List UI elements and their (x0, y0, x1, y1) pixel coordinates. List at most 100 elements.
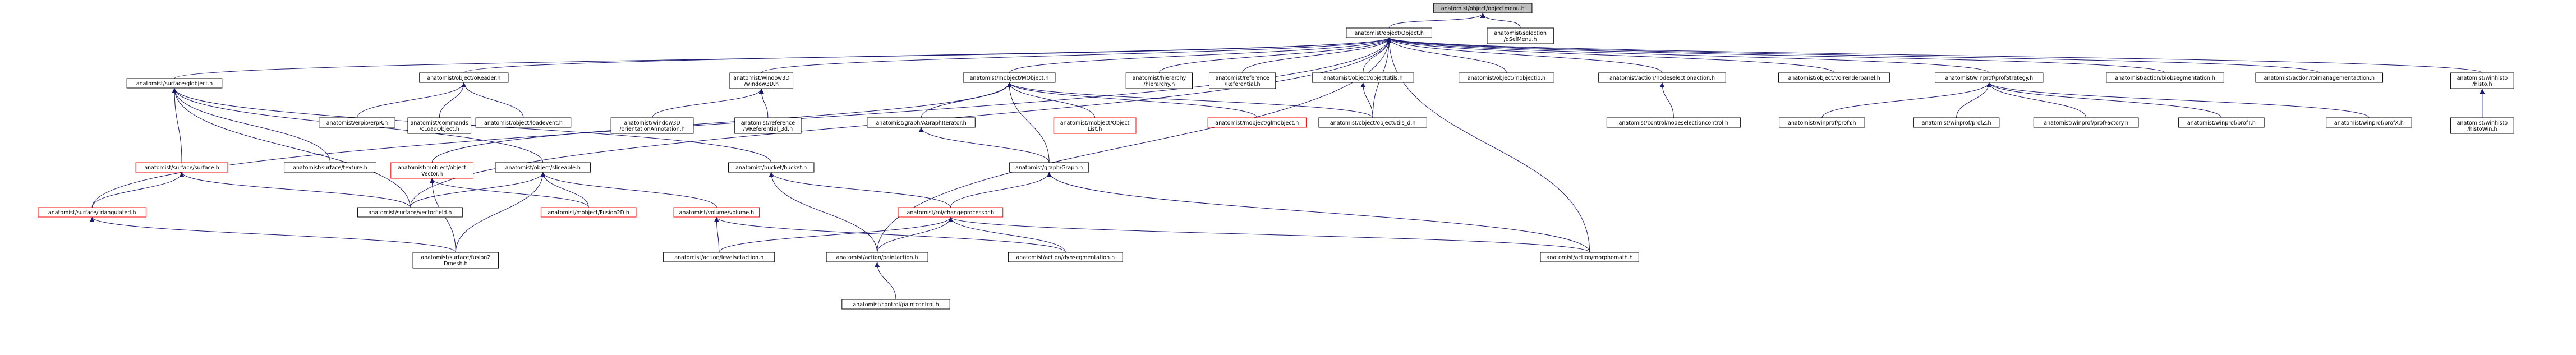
node-box (126, 78, 223, 89)
edge-nodeselaction-to-nodeselcontrol (1659, 82, 1674, 118)
node-label: anatomist/action/blobsegmentation.h (2115, 75, 2215, 81)
node-box (2450, 72, 2514, 89)
graph-node-globject[interactable]: anatomist/surface/globject.h (126, 78, 223, 89)
graph-node-wreferential[interactable]: anatomist/reference/wReferential_3d.h (734, 117, 802, 134)
graph-node-agraphiterator[interactable]: anatomist/graph/AGraphIterator.h (867, 117, 976, 128)
graph-node-paintcontrol[interactable]: anatomist/control/paintcontrol.h (841, 299, 950, 310)
node-label: anatomist/winprof/profX.h (2334, 120, 2404, 126)
node-box (1779, 117, 1865, 128)
graph-node-profy[interactable]: anatomist/winprof/profY.h (1779, 117, 1865, 128)
edge-bucket-to-paintaction (769, 172, 878, 253)
edge-mobject-to-glmobject (1006, 82, 1258, 118)
node-box (1053, 117, 1137, 134)
node-label: anatomist/action/morphomath.h (1547, 255, 1633, 261)
edge-window3d-to-wreferential (758, 88, 769, 118)
node-label: anatomist/commands (411, 120, 468, 126)
graph-node-triangulated[interactable]: anatomist/surface/triangulated.h (38, 207, 146, 218)
edge-objectmenu-to-object_h (1388, 12, 1485, 29)
node-label: anatomist/action/nodeselectionaction.h (1609, 75, 1715, 81)
graph-node-proffactory[interactable]: anatomist/winprof/profFactory.h (2033, 117, 2139, 128)
graph-node-paintaction[interactable]: anatomist/action/paintaction.h (826, 252, 928, 262)
node-label: anatomist/winhisto (2457, 75, 2508, 81)
node-box (734, 117, 802, 134)
graph-node-erpr[interactable]: anatomist/erpio/erpR.h (319, 117, 395, 128)
graph-node-cloadobject[interactable]: anatomist/commands/cLoadObject.h (407, 117, 472, 134)
graph-node-hierarchy[interactable]: anatomist/hierarchy/hierarchy.h (1125, 72, 1193, 89)
node-label: anatomist/winprof/profZ.h (1922, 120, 1991, 126)
graph-node-bucket[interactable]: anatomist/bucket/bucket.h (728, 162, 815, 173)
graph-node-surface[interactable]: anatomist/surface/surface.h (135, 162, 228, 173)
graph-node-volume[interactable]: anatomist/volume/volume.h (673, 207, 760, 218)
node-label: anatomist/mobject/object (398, 165, 466, 171)
node-box (1312, 72, 1414, 83)
graph-node-nodeselaction[interactable]: anatomist/action/nodeselectionaction.h (1598, 72, 1726, 83)
graph-node-sliceable[interactable]: anatomist/object/sliceable.h (495, 162, 591, 173)
graph-node-profz[interactable]: anatomist/winprof/profZ.h (1913, 117, 2000, 128)
graph-node-mobject[interactable]: anatomist/mobject/MObject.h (963, 72, 1056, 83)
graph-node-oreader[interactable]: anatomist/object/oReader.h (419, 72, 509, 83)
graph-node-blobseg[interactable]: anatomist/action/blobsegmentation.h (2106, 72, 2224, 83)
edge-agraphiterator-to-graph (918, 127, 1050, 163)
node-box (2450, 117, 2514, 134)
edge-profstrategy-to-proft (1986, 82, 2222, 118)
node-box (319, 117, 395, 128)
graph-node-objectutils[interactable]: anatomist/object/objectutils.h (1312, 72, 1414, 83)
graph-node-histowin[interactable]: anatomist/winhisto/histoWin.h (2450, 117, 2514, 134)
edge-mobject-to-objectutils_d (1006, 82, 1373, 118)
node-label: /qSelMenu.h (1504, 36, 1537, 43)
graph-node-loadevent[interactable]: anatomist/object/loadevent.h (475, 117, 572, 128)
node-box (610, 117, 694, 134)
node-box (2178, 117, 2265, 128)
node-label: anatomist/roi/changeprocessor.h (907, 210, 995, 216)
graph-node-glmobject[interactable]: anatomist/mobject/glmobject.h (1207, 117, 1307, 128)
graph-node-selmenu[interactable]: anatomist/selection/qSelMenu.h (1487, 27, 1554, 44)
node-label: anatomist/winprof/profY.h (1788, 120, 1856, 126)
node-box (1009, 162, 1089, 173)
graph-node-dynseg[interactable]: anatomist/action/dynsegmentation.h (1008, 252, 1123, 262)
graph-node-fusion2d[interactable]: anatomist/mobject/Fusion2D.h (540, 207, 637, 218)
graph-node-histo[interactable]: anatomist/winhisto/histo.h (2450, 72, 2514, 89)
graph-node-morphomath[interactable]: anatomist/action/morphomath.h (1540, 252, 1639, 262)
graph-node-profx[interactable]: anatomist/winprof/profX.h (2326, 117, 2412, 128)
node-box (729, 72, 794, 89)
node-label: /Referential.h (1225, 81, 1261, 87)
graph-node-roichange[interactable]: anatomist/roi/changeprocessor.h (898, 207, 1004, 218)
graph-node-object_h[interactable]: anatomist/object/Object.h (1346, 27, 1432, 38)
graph-node-profstrategy[interactable]: anatomist/winprof/profStrategy.h (1935, 72, 2044, 83)
graph-node-vectorfield[interactable]: anatomist/surface/vectorfield.h (357, 207, 463, 218)
graph-node-objectutils_d[interactable]: anatomist/object/objectutils_d.h (1318, 117, 1427, 128)
node-label: anatomist/hierarchy (1133, 75, 1186, 81)
node-label: anatomist/object/volrenderpanel.h (1788, 75, 1880, 81)
graph-node-objectmenu[interactable]: anatomist/object/objectmenu.h (1433, 3, 1533, 13)
node-label: /histo.h (2472, 81, 2492, 87)
node-label: anatomist/object/objectutils_d.h (1330, 120, 1416, 126)
graph-node-graph[interactable]: anatomist/graph/Graph.h (1009, 162, 1089, 173)
graph-node-mobjectio[interactable]: anatomist/object/mobjectio.h (1459, 72, 1554, 83)
node-label: anatomist/control/paintcontrol.h (853, 302, 939, 308)
graph-node-texture[interactable]: anatomist/surface/texture.h (284, 162, 376, 173)
node-box (728, 162, 815, 173)
node-box (1778, 72, 1890, 83)
graph-node-levelset[interactable]: anatomist/action/levelsetaction.h (663, 252, 775, 262)
node-box (1125, 72, 1193, 89)
graph-node-orientannot[interactable]: anatomist/window3D/orientationAnnotation… (610, 117, 694, 134)
node-box (540, 207, 637, 218)
edge-objvector-to-fusion2d (429, 178, 589, 208)
edge-globject-to-texture (172, 87, 331, 163)
node-label: anatomist/mobject/MObject.h (970, 75, 1049, 81)
graph-node-volrenderpanel[interactable]: anatomist/object/volrenderpanel.h (1778, 72, 1890, 83)
edge-object_h-to-hierarchy (1158, 37, 1392, 73)
graph-node-nodeselcontrol[interactable]: anatomist/control/nodeselectioncontrol.h (1606, 117, 1741, 128)
graph-node-window3d[interactable]: anatomist/window3D/window3D.h (729, 72, 794, 89)
edge-sliceable-to-fusion2dmesh (455, 172, 546, 253)
graph-node-roimanag[interactable]: anatomist/action/roimanagementaction.h (2255, 72, 2384, 83)
node-label: List.h (1088, 126, 1102, 132)
graph-node-referential[interactable]: anatomist/reference/Referential.h (1208, 72, 1276, 89)
edge-object_h-to-blobseg (1387, 37, 2166, 73)
node-box (407, 117, 472, 134)
graph-node-proft[interactable]: anatomist/winprof/profT.h (2178, 117, 2265, 128)
